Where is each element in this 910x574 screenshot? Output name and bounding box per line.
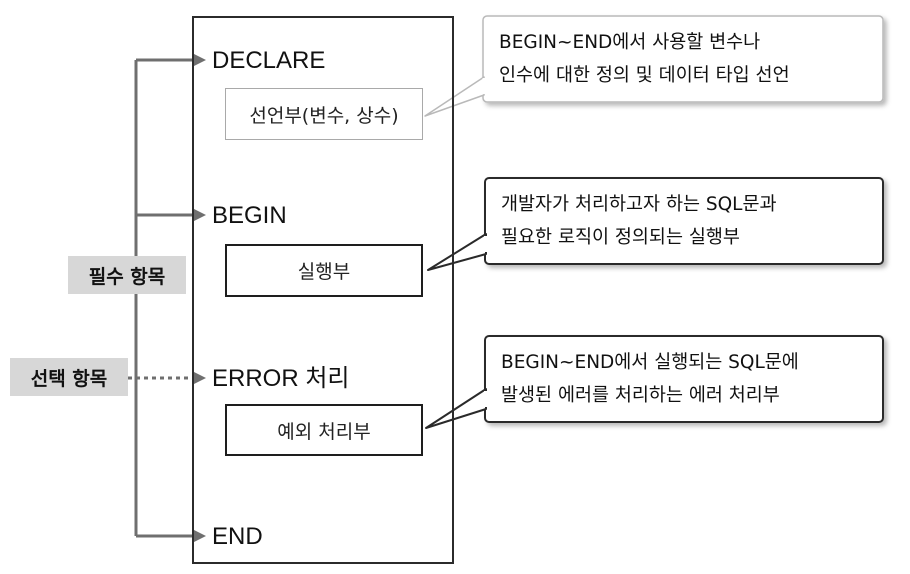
callout-declare-line-2: 인수에 대한 정의 및 데이터 타입 선언	[499, 65, 790, 86]
callout-declare: BEGIN~END에서 사용할 변수나 인수에 대한 정의 및 데이터 타입 선…	[483, 16, 883, 102]
arrowhead-error	[194, 372, 206, 384]
callout-declare-shape	[424, 15, 884, 117]
arrowhead-declare	[194, 54, 206, 66]
declare-section-box: 선언부(변수, 상수)	[225, 88, 423, 140]
error-keyword: ERROR 처리	[212, 365, 350, 392]
callout-error-line-1: BEGIN~END에서 실행되는 SQL문에	[501, 352, 799, 373]
arrowhead-begin	[194, 209, 206, 221]
declare-keyword: DECLARE	[212, 47, 326, 74]
callout-begin-shape	[427, 177, 884, 271]
arrowhead-end	[194, 530, 206, 542]
optional-items-label: 선택 항목	[10, 358, 128, 396]
callout-begin-line-2: 필요한 로직이 정의되는 실행부	[501, 227, 740, 248]
callout-declare-line-1: BEGIN~END에서 사용할 변수나	[499, 32, 761, 53]
callout-error: BEGIN~END에서 실행되는 SQL문에 발생된 에러를 처리하는 에러 처…	[485, 336, 883, 422]
end-keyword: END	[212, 523, 263, 550]
callout-error-shape	[425, 335, 884, 429]
error-section-box: 예외 처리부	[225, 404, 423, 456]
begin-section-box: 실행부	[225, 244, 423, 297]
callout-error-line-2: 발생된 에러를 처리하는 에러 처리부	[501, 385, 780, 406]
required-items-label: 필수 항목	[68, 256, 186, 294]
begin-keyword: BEGIN	[212, 202, 287, 229]
plsql-block-frame	[192, 16, 454, 564]
callout-begin-line-1: 개발자가 처리하고자 하는 SQL문과	[501, 194, 777, 215]
callout-begin: 개발자가 처리하고자 하는 SQL문과 필요한 로직이 정의되는 실행부	[485, 178, 883, 264]
